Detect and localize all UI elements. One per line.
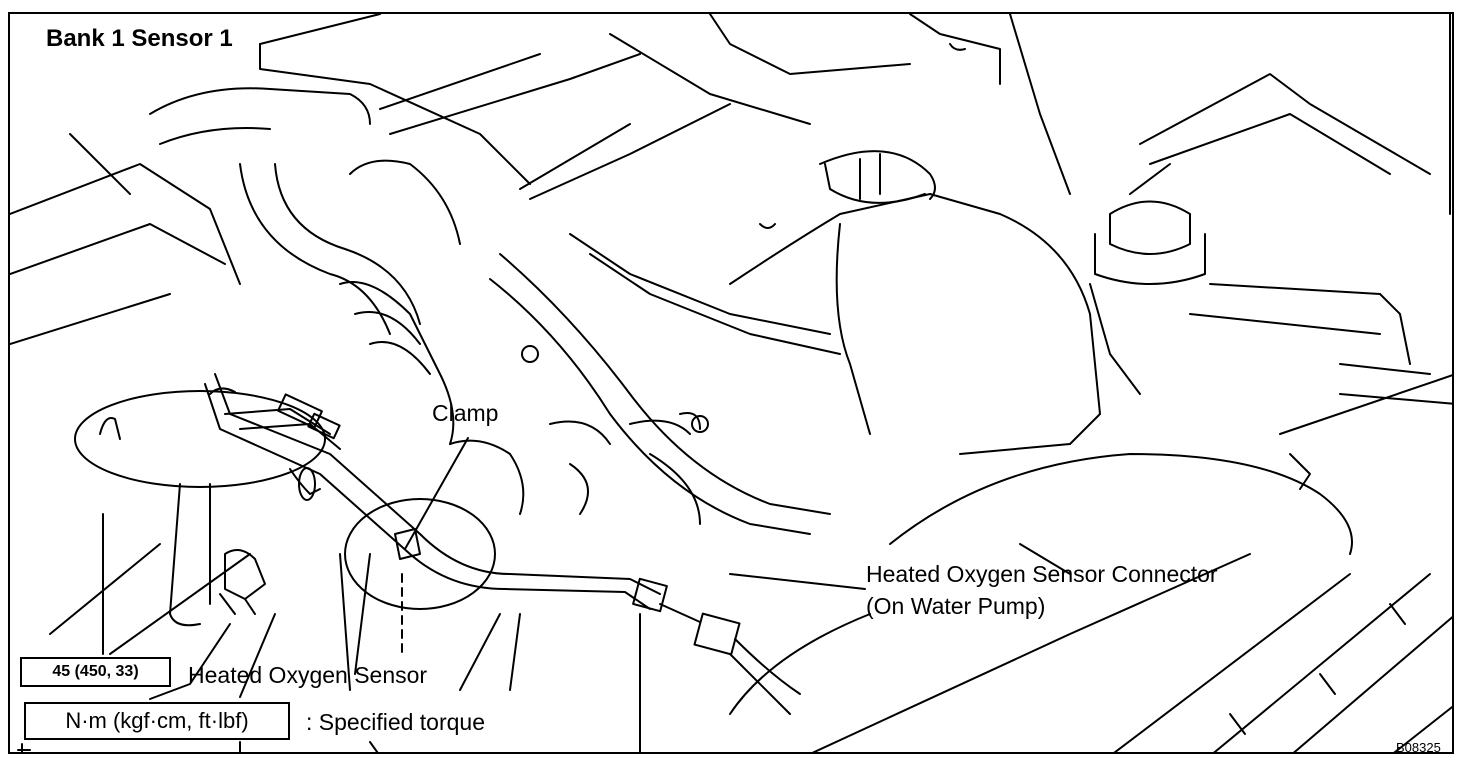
specified-torque-label: : Specified torque (306, 709, 486, 735)
torque-value-box: 45 (450, 33) (20, 657, 171, 687)
diagram-frame: Bank 1 Sensor 1 Clamp Heated Oxygen Sens… (8, 12, 1454, 754)
diagram-title: Bank 1 Sensor 1 (46, 25, 233, 52)
engine-line-art (10, 14, 1452, 752)
connector-location-label: (On Water Pump) (866, 593, 1046, 619)
sensor-label: Heated Oxygen Sensor (188, 662, 428, 688)
torque-unit-box: N·m (kgf·cm, ft·lbf) (24, 702, 290, 740)
connector-label: Heated Oxygen Sensor Connector (866, 561, 1218, 587)
clamp-label: Clamp (432, 400, 499, 426)
figure-code: B08325 (1396, 740, 1441, 754)
